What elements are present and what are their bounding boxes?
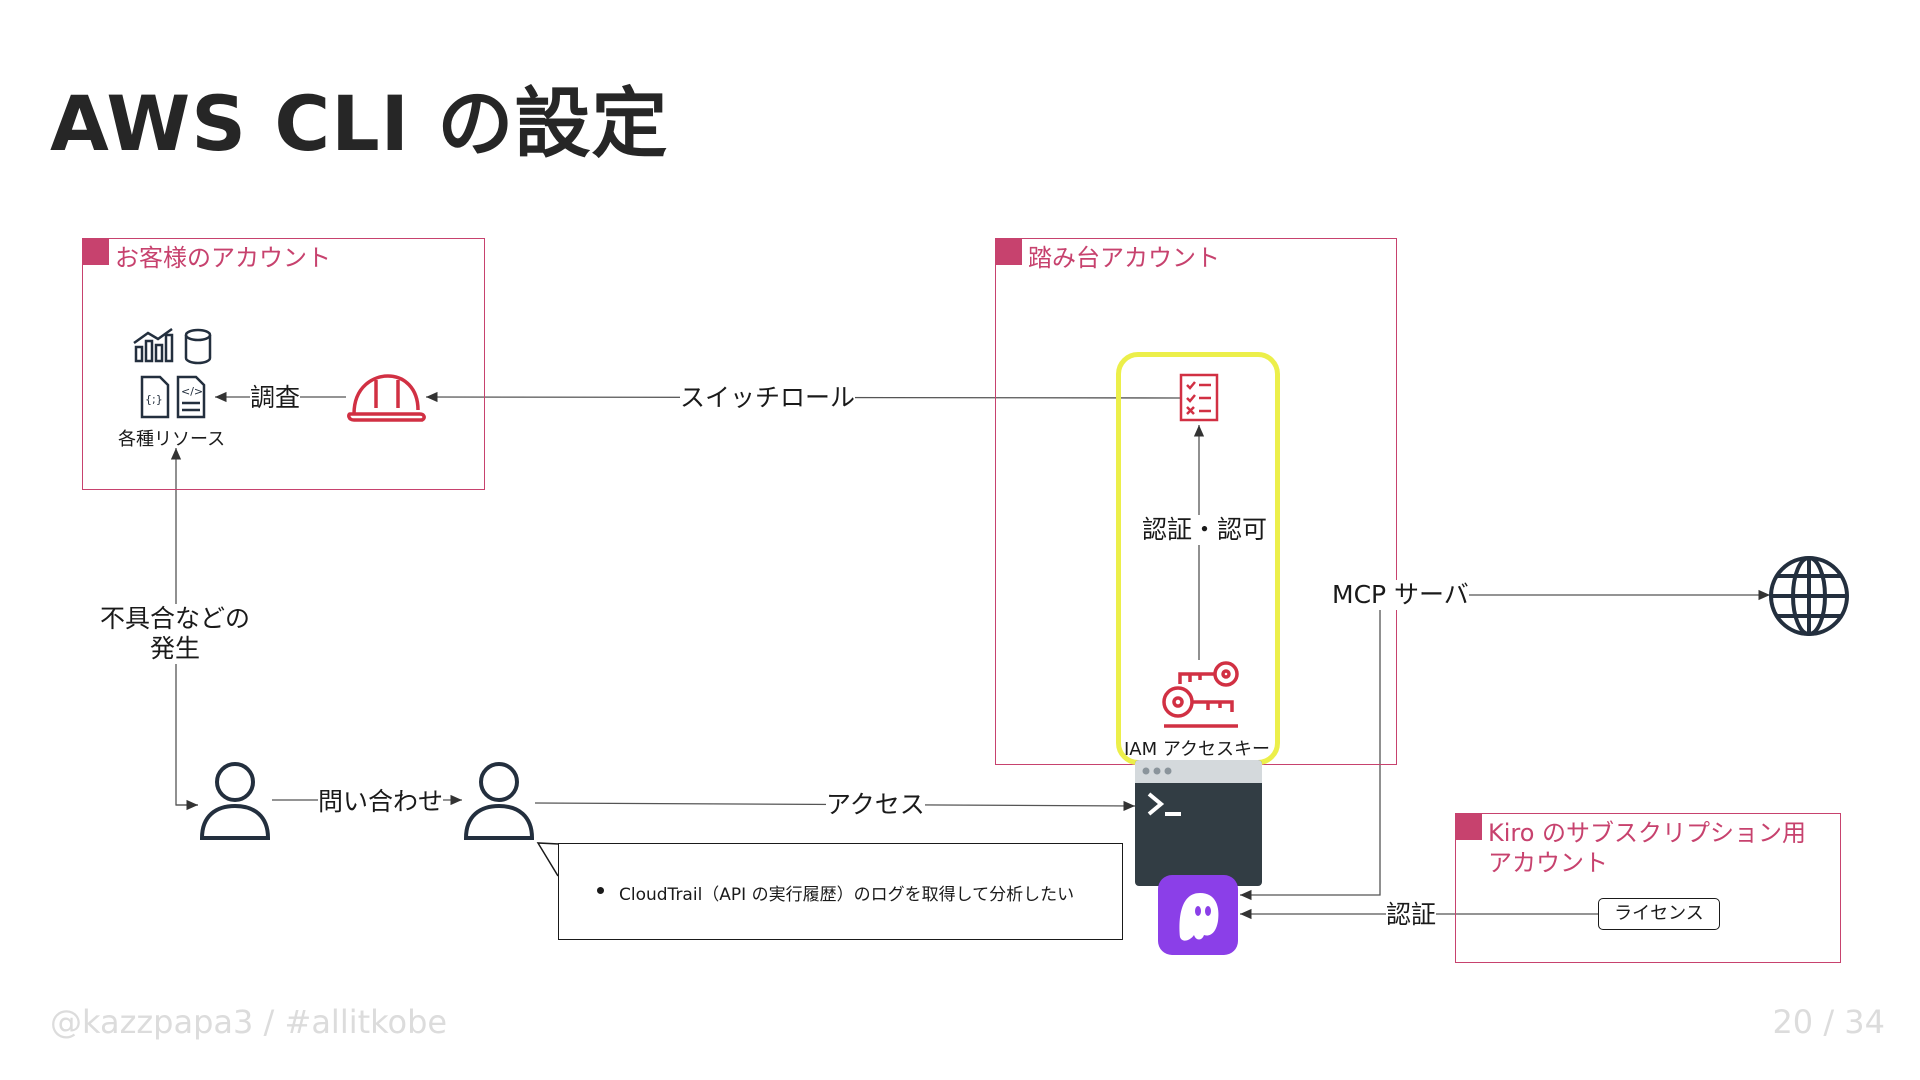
user-icon: [199, 762, 271, 840]
kiro-app-icon: [1158, 875, 1238, 955]
helmet-icon: [347, 374, 426, 422]
account-group-icon: [1456, 814, 1482, 840]
callout-box: CloudTrail（API の実行履歴）のログを取得して分析したい: [558, 843, 1123, 940]
switch-role-label: スイッチロール: [680, 383, 856, 413]
auth-authz-label: 認証・認可: [1142, 515, 1268, 545]
page-number: 20 / 34: [1772, 1003, 1885, 1041]
callout-tail: [536, 842, 560, 877]
svg-text:{;}: {;}: [145, 393, 163, 406]
keys-icon: [1162, 661, 1239, 728]
bastion-account-label: 踏み台アカウント: [1028, 244, 1220, 272]
bastion-account: 踏み台アカウント: [995, 238, 1397, 765]
callout-item: CloudTrail（API の実行履歴）のログを取得して分析したい: [619, 885, 1075, 905]
customer-account-label: お客様のアカウント: [115, 244, 331, 272]
auth-label: 認証: [1386, 900, 1437, 930]
page-title: AWS CLI の設定: [50, 79, 669, 168]
account-group-icon: [996, 239, 1022, 265]
iam-key-label: IAM アクセスキー: [1124, 739, 1270, 760]
footer-handle: @kazzpapa3 / #allitkobe: [50, 1003, 448, 1041]
svg-text:</>: </>: [181, 385, 203, 398]
customer-account: お客様のアカウント: [82, 238, 485, 490]
investigate-label: 調査: [250, 383, 301, 413]
kiro-account: Kiro のサブスクリプション用 アカウント: [1455, 813, 1841, 963]
terminal-window: [1135, 760, 1262, 886]
issue-label: 不具合などの 発生: [100, 604, 251, 664]
license-box: ライセンス: [1598, 898, 1720, 930]
bullet: [597, 887, 604, 894]
mcp-server-label: MCP サーバ: [1332, 580, 1469, 610]
mcp-vertical-line: [1240, 610, 1381, 901]
terminal-prompt-icon: [1147, 792, 1181, 816]
access-label: アクセス: [826, 790, 925, 820]
globe-icon: [1769, 556, 1849, 636]
inquiry-label: 問い合わせ: [318, 787, 444, 817]
kiro-ghost-icon: [1179, 893, 1219, 941]
resources-label: 各種リソース: [118, 429, 226, 450]
window-dots-icon: [1142, 767, 1172, 775]
kiro-account-label: Kiro のサブスクリプション用 アカウント: [1488, 819, 1807, 877]
checklist-icon: [1179, 373, 1219, 422]
user-icon: [463, 762, 535, 840]
account-group-icon: [83, 239, 109, 265]
terminal-titlebar: [1135, 760, 1262, 783]
resources-icon: {;} </>: [133, 327, 212, 419]
